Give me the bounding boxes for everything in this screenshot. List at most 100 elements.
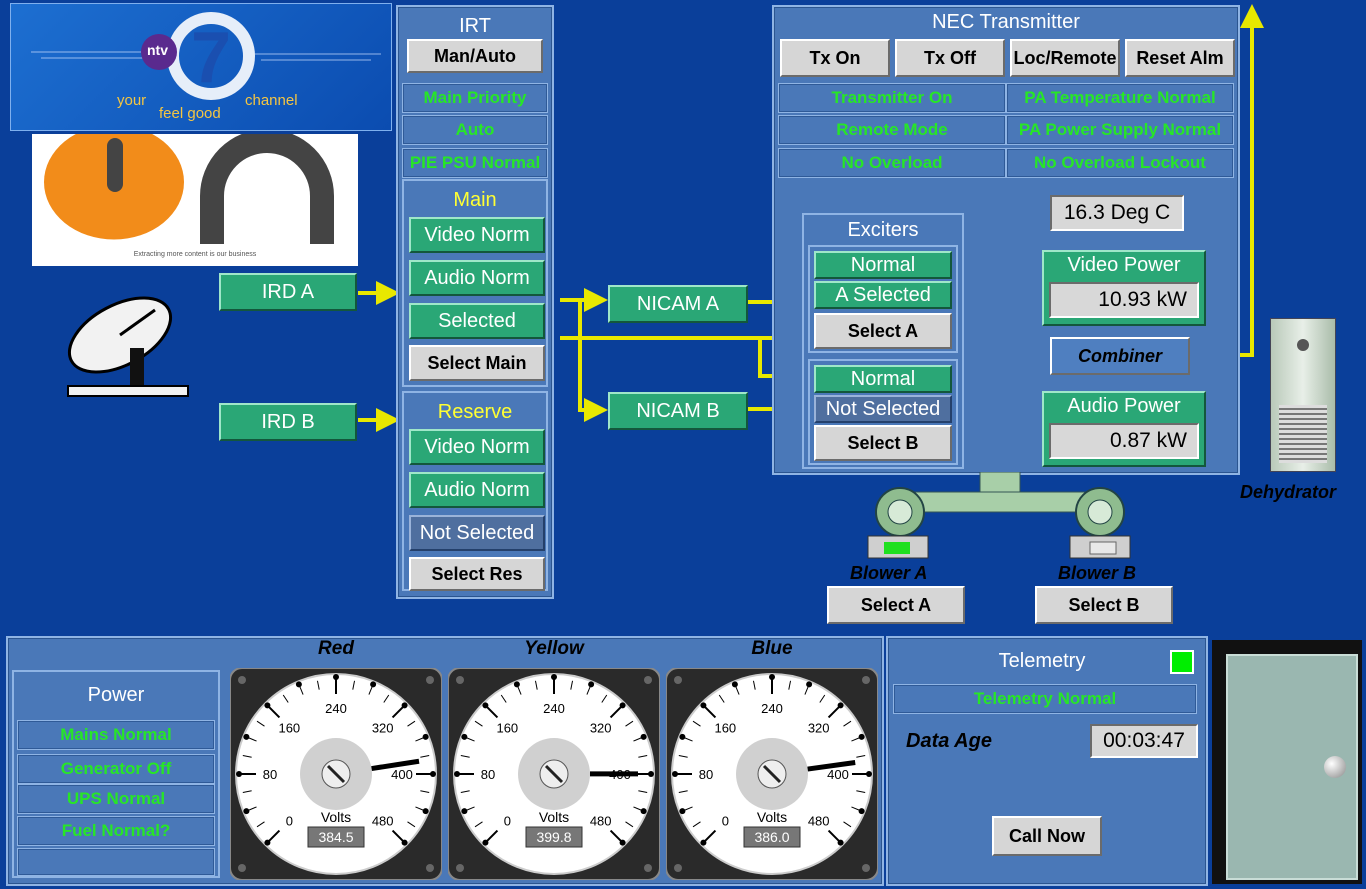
gauge-tick bbox=[638, 754, 648, 758]
gauge-tick-label: 480 bbox=[808, 814, 830, 829]
gauge-tick bbox=[601, 694, 608, 703]
ntv-brand: ntv bbox=[147, 42, 168, 58]
telemetry-panel: Telemetry Telemetry Normal Data Age 00:0… bbox=[886, 636, 1208, 886]
gauge-tick-label: 0 bbox=[722, 814, 729, 829]
gauge-tick bbox=[391, 706, 404, 719]
tx-status-on: Transmitter On bbox=[778, 83, 1006, 113]
telemetry-status-light bbox=[1170, 650, 1194, 674]
svg-text:Extracting more content is our: Extracting more content is our business bbox=[134, 251, 257, 258]
gauge-tick bbox=[248, 806, 257, 811]
gauge-tick bbox=[256, 821, 265, 828]
select-exciter-a-button[interactable]: Select A bbox=[814, 313, 952, 349]
gauge-tick-label: 0 bbox=[286, 814, 293, 829]
telemetry-title: Telemetry bbox=[998, 650, 1086, 672]
gauge-tick bbox=[843, 720, 852, 727]
gauge-unit: Volts bbox=[321, 809, 351, 825]
gauge-blue-label: Blue bbox=[751, 638, 793, 659]
tx-on-button[interactable]: Tx On bbox=[780, 39, 890, 77]
gauge-needle bbox=[371, 758, 420, 772]
gauge-tick bbox=[420, 754, 430, 758]
gauge-tick-label: 0 bbox=[504, 814, 511, 829]
tx-status-overload-lockout: No Overload Lockout bbox=[1006, 148, 1234, 178]
gauge-tick bbox=[368, 686, 373, 695]
gauge-tick-label: 320 bbox=[372, 720, 394, 735]
gauge-tick bbox=[268, 706, 281, 719]
gauge-tick-label: 400 bbox=[827, 767, 849, 782]
gauge-needle bbox=[807, 760, 856, 772]
select-blower-b-button[interactable]: Select B bbox=[1035, 586, 1173, 624]
gauge-tick bbox=[856, 790, 866, 794]
temperature-readout: 16.3 Deg C bbox=[1050, 195, 1184, 231]
gauge-tick bbox=[391, 829, 404, 842]
on-logo: Extracting more content is our business bbox=[32, 124, 358, 266]
gauge-tick bbox=[352, 680, 356, 690]
gauge-tick bbox=[704, 706, 717, 719]
gauge-tick-label: 80 bbox=[263, 767, 277, 782]
power-status-spare bbox=[17, 848, 215, 876]
power-status-ups: UPS Normal bbox=[17, 784, 215, 814]
gauge-tick bbox=[466, 806, 475, 811]
gauge-tick-label: 400 bbox=[391, 767, 413, 782]
select-exciter-b-button[interactable]: Select B bbox=[814, 425, 952, 461]
ntv-slogan-mid: feel good bbox=[159, 105, 221, 122]
irt-status-priority: Main Priority bbox=[402, 83, 548, 113]
gauge-tick bbox=[684, 806, 693, 811]
reserve-audio-indicator: Audio Norm bbox=[409, 472, 545, 508]
power-status-section: Power Mains Normal Generator Off UPS Nor… bbox=[12, 670, 220, 878]
gauge-tick bbox=[517, 686, 522, 695]
ntv-slogan-left: your bbox=[117, 92, 147, 109]
svg-text:7: 7 bbox=[191, 18, 231, 98]
power-status-generator: Generator Off bbox=[17, 754, 215, 784]
gauge-unit: Volts bbox=[539, 809, 569, 825]
gauge-tick-label: 240 bbox=[325, 701, 347, 716]
irt-title: IRT bbox=[459, 15, 491, 37]
audio-power-readout: 0.87 kW bbox=[1049, 423, 1199, 459]
gauge-tick bbox=[383, 694, 390, 703]
tx-status-overload: No Overload bbox=[778, 148, 1006, 178]
dehydrator-icon bbox=[1270, 318, 1336, 472]
gauge-tick bbox=[486, 829, 499, 842]
loc-remote-button[interactable]: Loc/Remote bbox=[1010, 39, 1120, 77]
call-now-button[interactable]: Call Now bbox=[992, 816, 1102, 856]
reset-alm-button[interactable]: Reset Alm bbox=[1125, 39, 1235, 77]
gauge-value: 399.8 bbox=[536, 829, 571, 845]
telemetry-status: Telemetry Normal bbox=[893, 684, 1197, 714]
door-icon[interactable] bbox=[1212, 640, 1362, 884]
gauge-tick bbox=[684, 737, 693, 742]
ird-b-indicator: IRD B bbox=[219, 403, 357, 441]
select-main-button[interactable]: Select Main bbox=[409, 345, 545, 381]
man-auto-button[interactable]: Man/Auto bbox=[407, 39, 543, 73]
gauge-tick bbox=[609, 706, 622, 719]
gauge-tick bbox=[819, 694, 826, 703]
exciter-b-section: Normal Not Selected Select B bbox=[808, 359, 958, 465]
tx-status-remote: Remote Mode bbox=[778, 115, 1006, 145]
gauge-tick-label: 320 bbox=[590, 720, 612, 735]
video-power-readout: 10.93 kW bbox=[1049, 282, 1199, 318]
main-video-indicator: Video Norm bbox=[409, 217, 545, 253]
gauge-tick bbox=[242, 790, 252, 794]
select-res-button[interactable]: Select Res bbox=[409, 557, 545, 591]
select-blower-a-button[interactable]: Select A bbox=[827, 586, 965, 624]
gauge-tick bbox=[486, 706, 499, 719]
blowers-icon bbox=[867, 472, 1131, 559]
power-status-mains: Mains Normal bbox=[17, 720, 215, 750]
gauge-tick-label: 80 bbox=[699, 767, 713, 782]
gauge-tick-label: 240 bbox=[761, 701, 783, 716]
gauge-tick bbox=[827, 706, 840, 719]
gauge-tick bbox=[638, 790, 648, 794]
gauge-tick bbox=[692, 720, 701, 727]
gauge-tick bbox=[804, 686, 809, 695]
gauge-tick bbox=[242, 754, 252, 758]
tx-off-button[interactable]: Tx Off bbox=[895, 39, 1005, 77]
gauge-unit: Volts bbox=[757, 809, 787, 825]
gauge-tick bbox=[735, 686, 740, 695]
gauge-tick bbox=[282, 694, 289, 703]
data-age-label: Data Age bbox=[906, 730, 992, 752]
tx-status-pa-temp: PA Temperature Normal bbox=[1006, 83, 1234, 113]
gauge-tick-label: 480 bbox=[590, 814, 612, 829]
exciters-title: Exciters bbox=[847, 219, 919, 241]
audio-power-box: Audio Power 0.87 kW bbox=[1042, 391, 1206, 467]
gauge-value: 386.0 bbox=[754, 829, 789, 845]
gauge-tick-label: 80 bbox=[481, 767, 495, 782]
ntv-slogan-right: channel bbox=[245, 92, 298, 109]
